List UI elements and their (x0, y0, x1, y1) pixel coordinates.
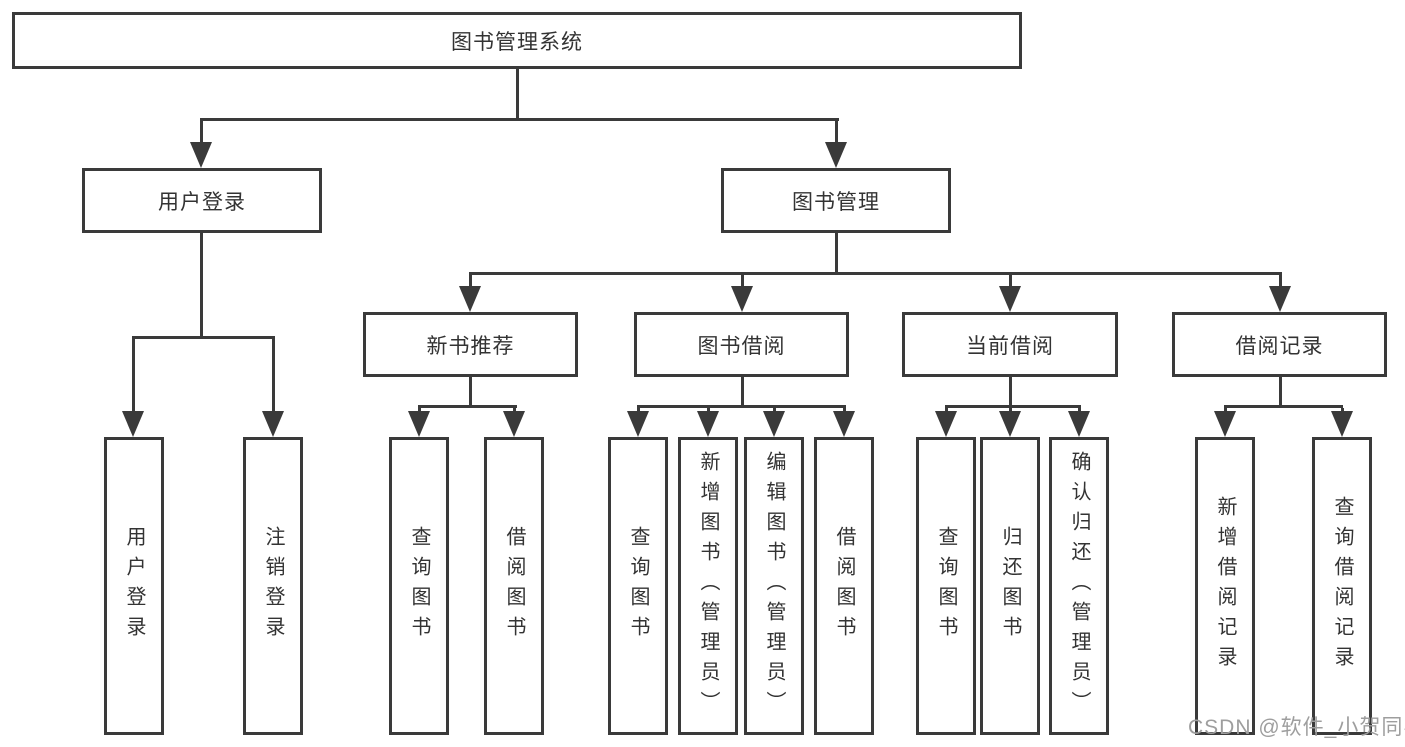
leaf-label: 查询借阅记录 (1331, 496, 1353, 676)
node-book-management: 图书管理 (721, 168, 951, 233)
arrowhead (1214, 411, 1236, 437)
leaf-label: 借阅图书 (833, 526, 855, 646)
connector-drop-leaf-user-login (132, 339, 135, 413)
leaf-edit-books-admin: 编辑图书（管理员） (744, 437, 804, 735)
leaf-borrow-books-borrowing: 借阅图书 (814, 437, 874, 735)
arrowhead (833, 411, 855, 437)
connector-user-login-rail (132, 336, 275, 339)
node-borrowing-records: 借阅记录 (1172, 312, 1387, 377)
arrowhead (503, 411, 525, 437)
leaf-borrow-books-recommend: 借阅图书 (484, 437, 544, 735)
leaf-query-borrow-record: 查询借阅记录 (1312, 437, 1372, 735)
connector-new-book-rail (418, 405, 517, 408)
leaf-logout: 注销登录 (243, 437, 303, 735)
leaf-return-books: 归还图书 (980, 437, 1040, 735)
connector-new-book-stem (469, 377, 472, 408)
arrowhead-user-login (190, 142, 212, 168)
arrowhead (408, 411, 430, 437)
connector-root-stem (516, 68, 519, 121)
arrowhead-leaf-user-login (122, 411, 144, 437)
arrowhead (999, 411, 1021, 437)
connector-current-borrowing-stem (1009, 377, 1012, 408)
connector-drop-leaf-logout (272, 339, 275, 413)
connector-level3-rail (469, 272, 1282, 275)
leaf-query-books-recommend: 查询图书 (389, 437, 449, 735)
arrowhead (1331, 411, 1353, 437)
arrowhead-book-borrowing (731, 286, 753, 312)
connector-user-login-stem (200, 233, 203, 336)
leaf-label: 用户登录 (123, 526, 145, 646)
leaf-label: 归还图书 (999, 526, 1021, 646)
connector-drop-book-management (835, 121, 838, 145)
leaf-label: 新增借阅记录 (1214, 496, 1236, 676)
arrowhead (1068, 411, 1090, 437)
leaf-query-books-current: 查询图书 (916, 437, 976, 735)
leaf-add-borrow-record: 新增借阅记录 (1195, 437, 1255, 735)
arrowhead (627, 411, 649, 437)
node-user-login: 用户登录 (82, 168, 322, 233)
connector-current-borrowing-rail (945, 405, 1081, 408)
arrowhead-book-management (825, 142, 847, 168)
arrowhead-borrowing-records (1269, 286, 1291, 312)
connector-drop-borrowing-records (1279, 275, 1282, 288)
csdn-watermark: CSDN @软件_小贺同学 (1188, 716, 1405, 739)
leaf-label: 查询图书 (627, 526, 649, 646)
connector-borrowing-records-stem (1279, 377, 1282, 408)
leaf-confirm-return-admin: 确认归还（管理员） (1049, 437, 1109, 735)
arrowhead-new-book (459, 286, 481, 312)
leaf-label: 注销登录 (262, 526, 284, 646)
node-library-management-system: 图书管理系统 (12, 12, 1022, 69)
arrowhead-current-borrowing (999, 286, 1021, 312)
node-new-book-recommendation: 新书推荐 (363, 312, 578, 377)
connector-drop-current-borrowing (1009, 275, 1012, 288)
arrowhead (763, 411, 785, 437)
connector-drop-book-borrowing (741, 275, 744, 288)
leaf-label: 新增图书（管理员） (697, 451, 719, 721)
leaf-label: 编辑图书（管理员） (763, 451, 785, 721)
node-book-borrowing: 图书借阅 (634, 312, 849, 377)
leaf-label: 查询图书 (408, 526, 430, 646)
node-current-borrowing: 当前借阅 (902, 312, 1118, 377)
connector-borrowing-records-rail (1224, 405, 1343, 408)
leaf-user-login: 用户登录 (104, 437, 164, 735)
leaf-query-books-borrowing: 查询图书 (608, 437, 668, 735)
connector-book-borrowing-rail (637, 405, 846, 408)
leaf-label: 确认归还（管理员） (1068, 451, 1090, 721)
leaf-label: 查询图书 (935, 526, 957, 646)
connector-book-management-stem (835, 233, 838, 275)
connector-drop-new-book (469, 275, 472, 288)
leaf-label: 借阅图书 (503, 526, 525, 646)
connector-book-borrowing-stem (741, 377, 744, 408)
leaf-add-books-admin: 新增图书（管理员） (678, 437, 738, 735)
connector-level2-rail (200, 118, 839, 121)
arrowhead (935, 411, 957, 437)
arrowhead (697, 411, 719, 437)
arrowhead-leaf-logout (262, 411, 284, 437)
connector-drop-user-login (200, 121, 203, 145)
